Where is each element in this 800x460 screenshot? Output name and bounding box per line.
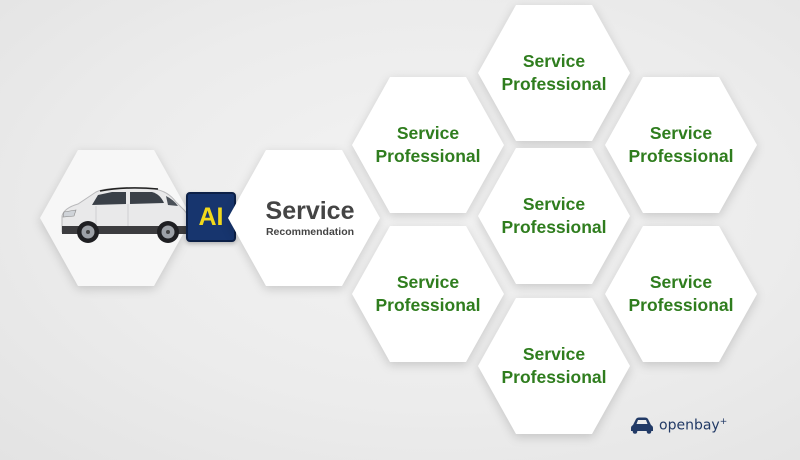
professional-line1: Service xyxy=(649,123,713,143)
professional-line2: Professional xyxy=(628,146,734,166)
professional-line1: Service xyxy=(522,194,586,214)
professional-line2: Professional xyxy=(501,74,607,94)
logo-text: openbay+ xyxy=(659,417,727,434)
professional-line1: Service xyxy=(522,344,586,364)
professional-hexagon: Service Professional xyxy=(352,77,504,213)
professional-line1: Service xyxy=(396,272,460,292)
service-title: Service xyxy=(265,197,355,225)
professional-hexagon: Service Professional xyxy=(478,148,630,284)
professional-line2: Professional xyxy=(375,295,481,315)
professional-line1: Service xyxy=(522,51,586,71)
car-icon xyxy=(631,417,653,434)
professional-line1: Service xyxy=(649,272,713,292)
service-recommendation-hexagon: Service Recommendation xyxy=(228,150,380,286)
professional-hexagon: Service Professional xyxy=(605,226,757,362)
openbay-logo: openbay+ xyxy=(630,416,727,434)
logo-name: openbay xyxy=(659,417,720,434)
professional-hexagon: Service Professional xyxy=(605,77,757,213)
service-subtitle: Recommendation xyxy=(265,226,355,238)
professional-hexagon: Service Professional xyxy=(478,5,630,141)
professional-line1: Service xyxy=(396,123,460,143)
professional-line2: Professional xyxy=(628,295,734,315)
car-image xyxy=(61,187,189,243)
professional-line2: Professional xyxy=(501,367,607,387)
logo-sup: + xyxy=(719,416,728,427)
professional-hexagon: Service Professional xyxy=(478,298,630,434)
professional-hexagon: Service Professional xyxy=(352,226,504,362)
professional-line2: Professional xyxy=(375,146,481,166)
professional-line2: Professional xyxy=(501,217,607,237)
ai-badge-label: AI xyxy=(198,202,224,231)
